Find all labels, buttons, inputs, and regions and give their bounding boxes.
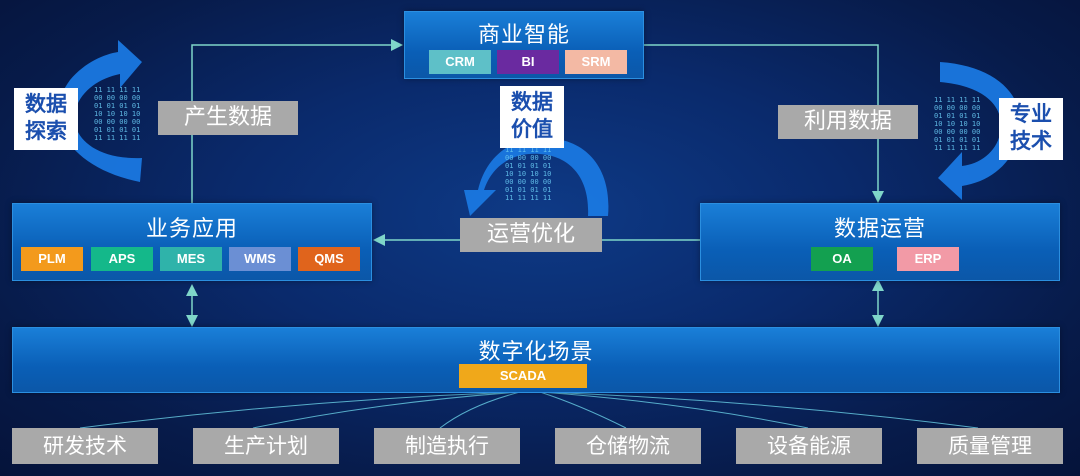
digital-scenario-box: 数字化场景 SCADA <box>12 327 1060 393</box>
data-operations-box: 数据运营 OA ERP <box>700 203 1060 281</box>
tag-erp: ERP <box>897 247 959 271</box>
bottom-item-manufacturing-exec: 制造执行 <box>374 428 520 464</box>
label-data-explore-line1: 数据 <box>25 92 67 116</box>
digital-scenario-title: 数字化场景 <box>478 340 594 365</box>
label-data-value-line1: 数据 <box>511 90 553 114</box>
bottom-item-warehouse-logistics: 仓储物流 <box>555 428 701 464</box>
label-ops-optimize: 运营优化 <box>460 218 602 252</box>
label-data-value: 数据 价值 <box>500 86 564 148</box>
label-pro-tech-line2: 技术 <box>1010 129 1052 153</box>
tag-mes: MES <box>160 247 222 271</box>
bottom-item-production-plan: 生产计划 <box>193 428 339 464</box>
business-intelligence-box: 商业智能 CRM BI SRM <box>404 11 644 79</box>
bottom-item-rd: 研发技术 <box>12 428 158 464</box>
business-apps-box: 业务应用 PLM APS MES WMS QMS <box>12 203 372 281</box>
tag-scada: SCADA <box>459 364 587 388</box>
tag-wms: WMS <box>229 247 291 271</box>
curved-arrow-right <box>938 62 1021 200</box>
tag-srm: SRM <box>565 50 627 74</box>
binary-decoration-middle: 11 11 11 11 00 00 00 00 01 01 01 01 10 1… <box>505 146 552 202</box>
line-produce-data <box>191 39 403 203</box>
label-data-explore: 数据 探索 <box>14 88 78 150</box>
business-intelligence-title: 商业智能 <box>477 23 570 48</box>
label-pro-tech: 专业 技术 <box>999 98 1063 160</box>
line-use-data <box>643 44 884 203</box>
curved-arrow-left <box>58 40 142 182</box>
tag-qms: QMS <box>298 247 360 271</box>
tag-crm: CRM <box>429 50 491 74</box>
tag-aps: APS <box>91 247 153 271</box>
label-produce-data: 产生数据 <box>158 101 298 135</box>
business-apps-title: 业务应用 <box>145 217 238 242</box>
label-data-explore-line2: 探索 <box>25 119 67 143</box>
tag-bi: BI <box>497 50 559 74</box>
label-pro-tech-line1: 专业 <box>1010 102 1052 126</box>
binary-decoration-left: 11 11 11 11 00 00 00 00 01 01 01 01 10 1… <box>94 86 141 142</box>
label-use-data: 利用数据 <box>778 105 918 139</box>
curved-arrow-middle <box>464 137 609 216</box>
bottom-item-equipment-energy: 设备能源 <box>736 428 882 464</box>
data-operations-title: 数据运营 <box>833 217 926 242</box>
tag-oa: OA <box>811 247 873 271</box>
binary-decoration-right: 11 11 11 11 00 00 00 00 01 01 01 01 10 1… <box>934 96 981 152</box>
tag-plm: PLM <box>21 247 83 271</box>
bottom-item-quality-mgmt: 质量管理 <box>917 428 1063 464</box>
fan-lines <box>79 391 979 429</box>
label-data-value-line2: 价值 <box>511 117 553 141</box>
